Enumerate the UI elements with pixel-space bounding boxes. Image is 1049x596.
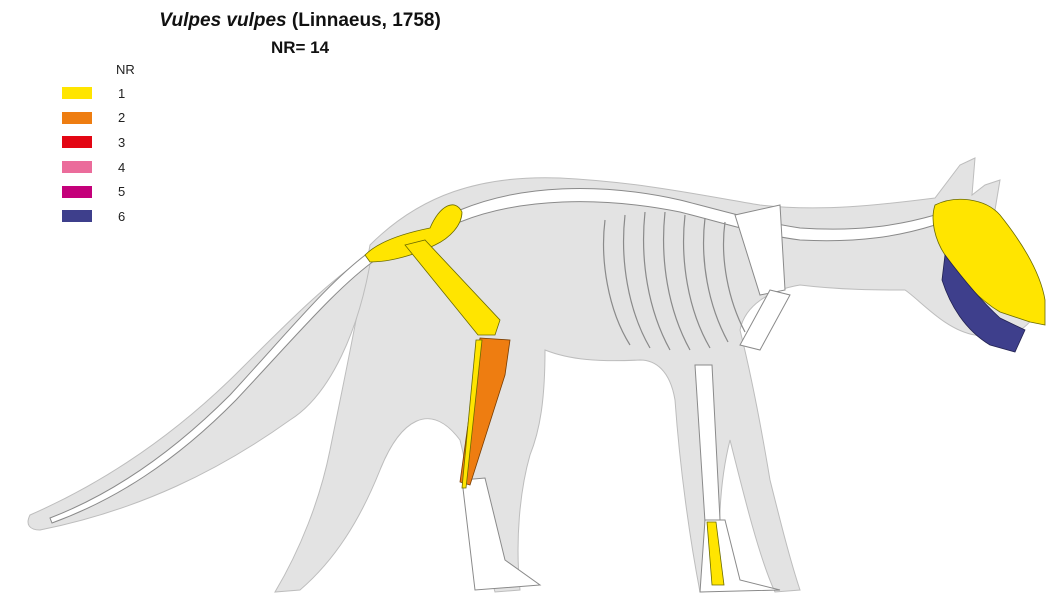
fox-silhouette (28, 158, 1041, 592)
